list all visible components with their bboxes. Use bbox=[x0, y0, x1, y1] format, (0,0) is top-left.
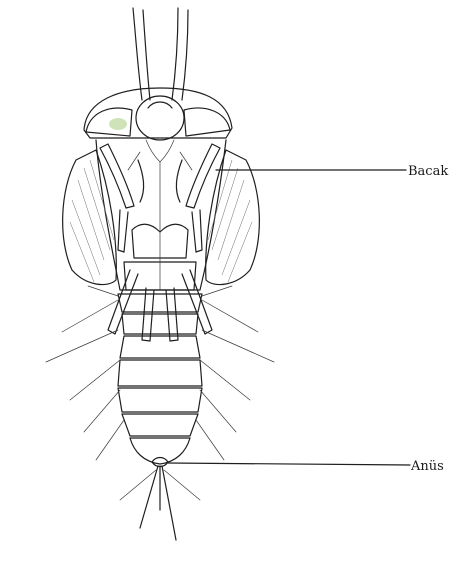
antennae bbox=[133, 8, 188, 100]
left-wing bbox=[63, 150, 117, 285]
leg-label: Bacak bbox=[408, 165, 448, 178]
anal-region bbox=[120, 458, 200, 541]
abdomen bbox=[118, 294, 202, 464]
eye-highlight bbox=[109, 118, 127, 130]
thorax bbox=[96, 140, 226, 290]
right-eye bbox=[184, 108, 230, 136]
anus-label: Anüs bbox=[411, 460, 444, 473]
head bbox=[84, 88, 232, 170]
anus-leader-line bbox=[168, 463, 410, 465]
